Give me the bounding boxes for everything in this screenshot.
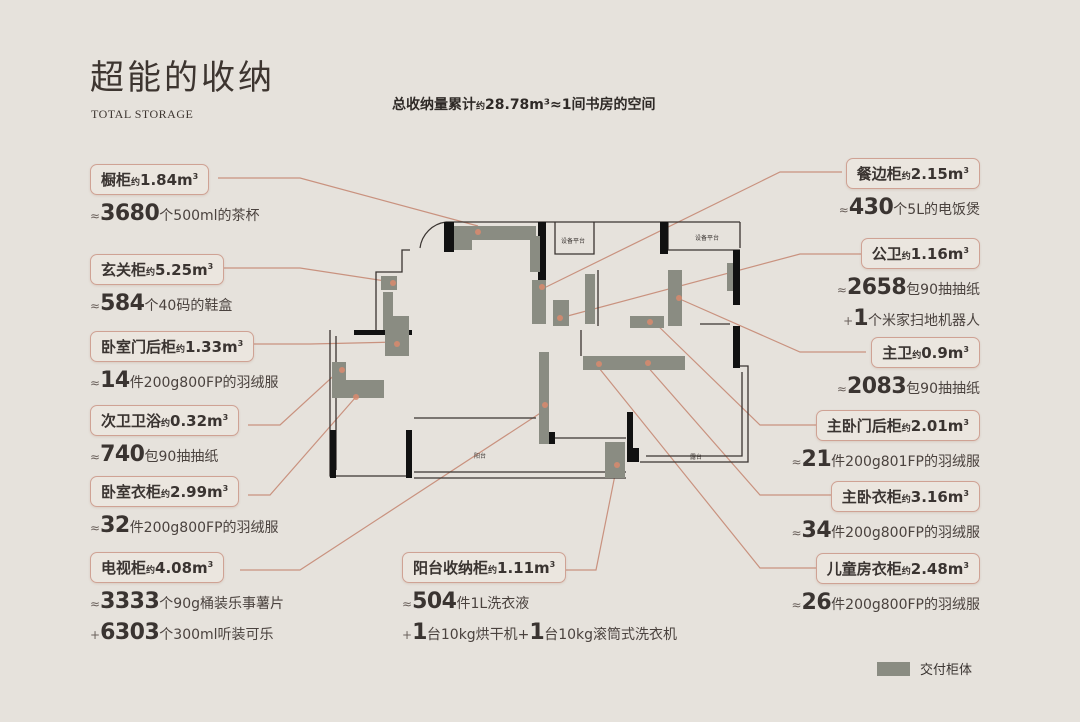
- callout-detail: ≈32件200g800FP的羽绒服: [90, 513, 279, 538]
- summary-approx: 约: [476, 102, 486, 112]
- callout-detail: ≈26件200g800FP的羽绒服: [791, 590, 980, 615]
- cabinet-balcony: [605, 442, 625, 478]
- callout-label: 卧室衣柜约2.99m3: [90, 476, 240, 507]
- callout-detail: ≈584个40码的鞋盒: [90, 291, 233, 316]
- callout-label: 餐边柜约2.15m3: [845, 158, 980, 189]
- callout-label: 橱柜约1.84m3: [90, 164, 210, 195]
- legend-swatch: [877, 661, 910, 676]
- legend-label: 交付柜体: [920, 663, 973, 678]
- callout-detail: ≈3680个500ml的茶杯: [90, 201, 260, 226]
- legend: 交付柜体: [877, 659, 972, 678]
- callout-detail: ≈740包90抽抽纸: [90, 442, 219, 467]
- callout-label: 主卧门后柜约2.01m3: [815, 410, 980, 441]
- summary-prefix: 总收纳量累计: [392, 97, 476, 113]
- callout-public-bath: 公卫约1.16m3 ≈2658包90抽抽纸 +1个米家扫地机器人: [837, 238, 980, 331]
- callout-entry-cabinet: 玄关柜约5.25m3 ≈584个40码的鞋盒: [90, 254, 232, 316]
- callout-kids-wardrobe: 儿童房衣柜约2.48m3 ≈26件200g800FP的羽绒服: [791, 553, 980, 615]
- callout-label: 阳台收纳柜约1.11m3: [402, 552, 567, 583]
- callout-detail: ≈3333个90g桶装乐事薯片: [90, 589, 284, 614]
- callout-label: 主卧衣柜约3.16m3: [830, 481, 980, 512]
- callout-detail: ≈34件200g800FP的羽绒服: [791, 518, 980, 543]
- callout-detail: ≈21件200g801FP的羽绒服: [791, 447, 980, 472]
- callout-label: 主卫约0.9m3: [871, 337, 980, 368]
- cabinet-entry: [381, 276, 397, 290]
- callout-sideboard: 餐边柜约2.15m3 ≈430个5L的电饭煲: [839, 158, 980, 220]
- cabinet-bedroom: [332, 362, 346, 380]
- callout-detail: ≈2083包90抽抽纸: [836, 374, 980, 399]
- entry-door-arc: [419, 221, 447, 249]
- room-label-balcony: 阳台: [474, 452, 486, 460]
- callout-label: 卧室门后柜约1.33m3: [90, 331, 255, 362]
- storage-summary: 总收纳量累计约28.78m³≈1间书房的空间: [392, 94, 656, 114]
- callout-label: 公卫约1.16m3: [860, 238, 980, 269]
- callout-balcony-cabinet: 阳台收纳柜约1.11m3 ≈504件1L洗衣液 +1台10kg烘干机+1台10k…: [402, 552, 677, 645]
- callout-kitchen-cabinet: 橱柜约1.84m3 ≈3680个500ml的茶杯: [90, 164, 260, 226]
- callout-master-wardrobe: 主卧衣柜约3.16m3 ≈34件200g800FP的羽绒服: [791, 481, 980, 543]
- room-label-equipment-2: 设备平台: [695, 234, 719, 242]
- cabinet-master-door: [583, 356, 631, 370]
- cabinet-markers: [339, 229, 682, 468]
- summary-value: 28.78m³≈1间书房的空间: [485, 97, 656, 113]
- cabinet-kitchen: [454, 226, 536, 240]
- callout-detail: ≈504件1L洗衣液: [402, 589, 530, 614]
- room-label-equipment-1: 设备平台: [561, 237, 585, 245]
- page-subtitle: TOTAL STORAGE: [91, 107, 194, 121]
- callout-label: 次卫卫浴约0.32m3: [90, 405, 240, 436]
- callout-label: 玄关柜约5.25m3: [90, 254, 225, 285]
- cabinet-bath: [668, 270, 682, 326]
- leader-lines: [218, 171, 866, 571]
- callout-detail: +6303个300ml听装可乐: [90, 620, 274, 645]
- callout-master-door-cabinet: 主卧门后柜约2.01m3 ≈21件200g801FP的羽绒服: [791, 410, 980, 472]
- walls-thick: [330, 222, 740, 478]
- room-label-terrace: 露台: [690, 453, 702, 461]
- callout-detail: +1个米家扫地机器人: [843, 306, 980, 331]
- callout-detail: ≈2658包90抽抽纸: [836, 275, 980, 300]
- callout-tv-cabinet: 电视柜约4.08m3 ≈3333个90g桶装乐事薯片 +6303个300ml听装…: [90, 552, 284, 645]
- callout-bedroom-wardrobe: 卧室衣柜约2.99m3 ≈32件200g800FP的羽绒服: [90, 476, 279, 538]
- callout-detail: ≈430个5L的电饭煲: [838, 195, 980, 220]
- cabinets: [332, 226, 733, 478]
- callout-label: 儿童房衣柜约2.48m3: [815, 553, 980, 584]
- callout-detail: ≈14件200g800FP的羽绒服: [90, 368, 279, 393]
- callout-label: 电视柜约4.08m3: [90, 552, 225, 583]
- callout-bedroom-door-cabinet: 卧室门后柜约1.33m3 ≈14件200g800FP的羽绒服: [90, 331, 279, 393]
- cabinet-tv: [539, 352, 549, 444]
- callout-second-bath: 次卫卫浴约0.32m3 ≈740包90抽抽纸: [90, 405, 240, 467]
- page-title: 超能的收纳: [90, 58, 275, 98]
- cabinet-master-wardrobe: [631, 356, 685, 370]
- callout-detail: +1台10kg烘干机+1台10kg滚筒式洗衣机: [402, 620, 678, 645]
- callout-master-bath: 主卫约0.9m3 ≈2083包90抽抽纸: [837, 337, 980, 399]
